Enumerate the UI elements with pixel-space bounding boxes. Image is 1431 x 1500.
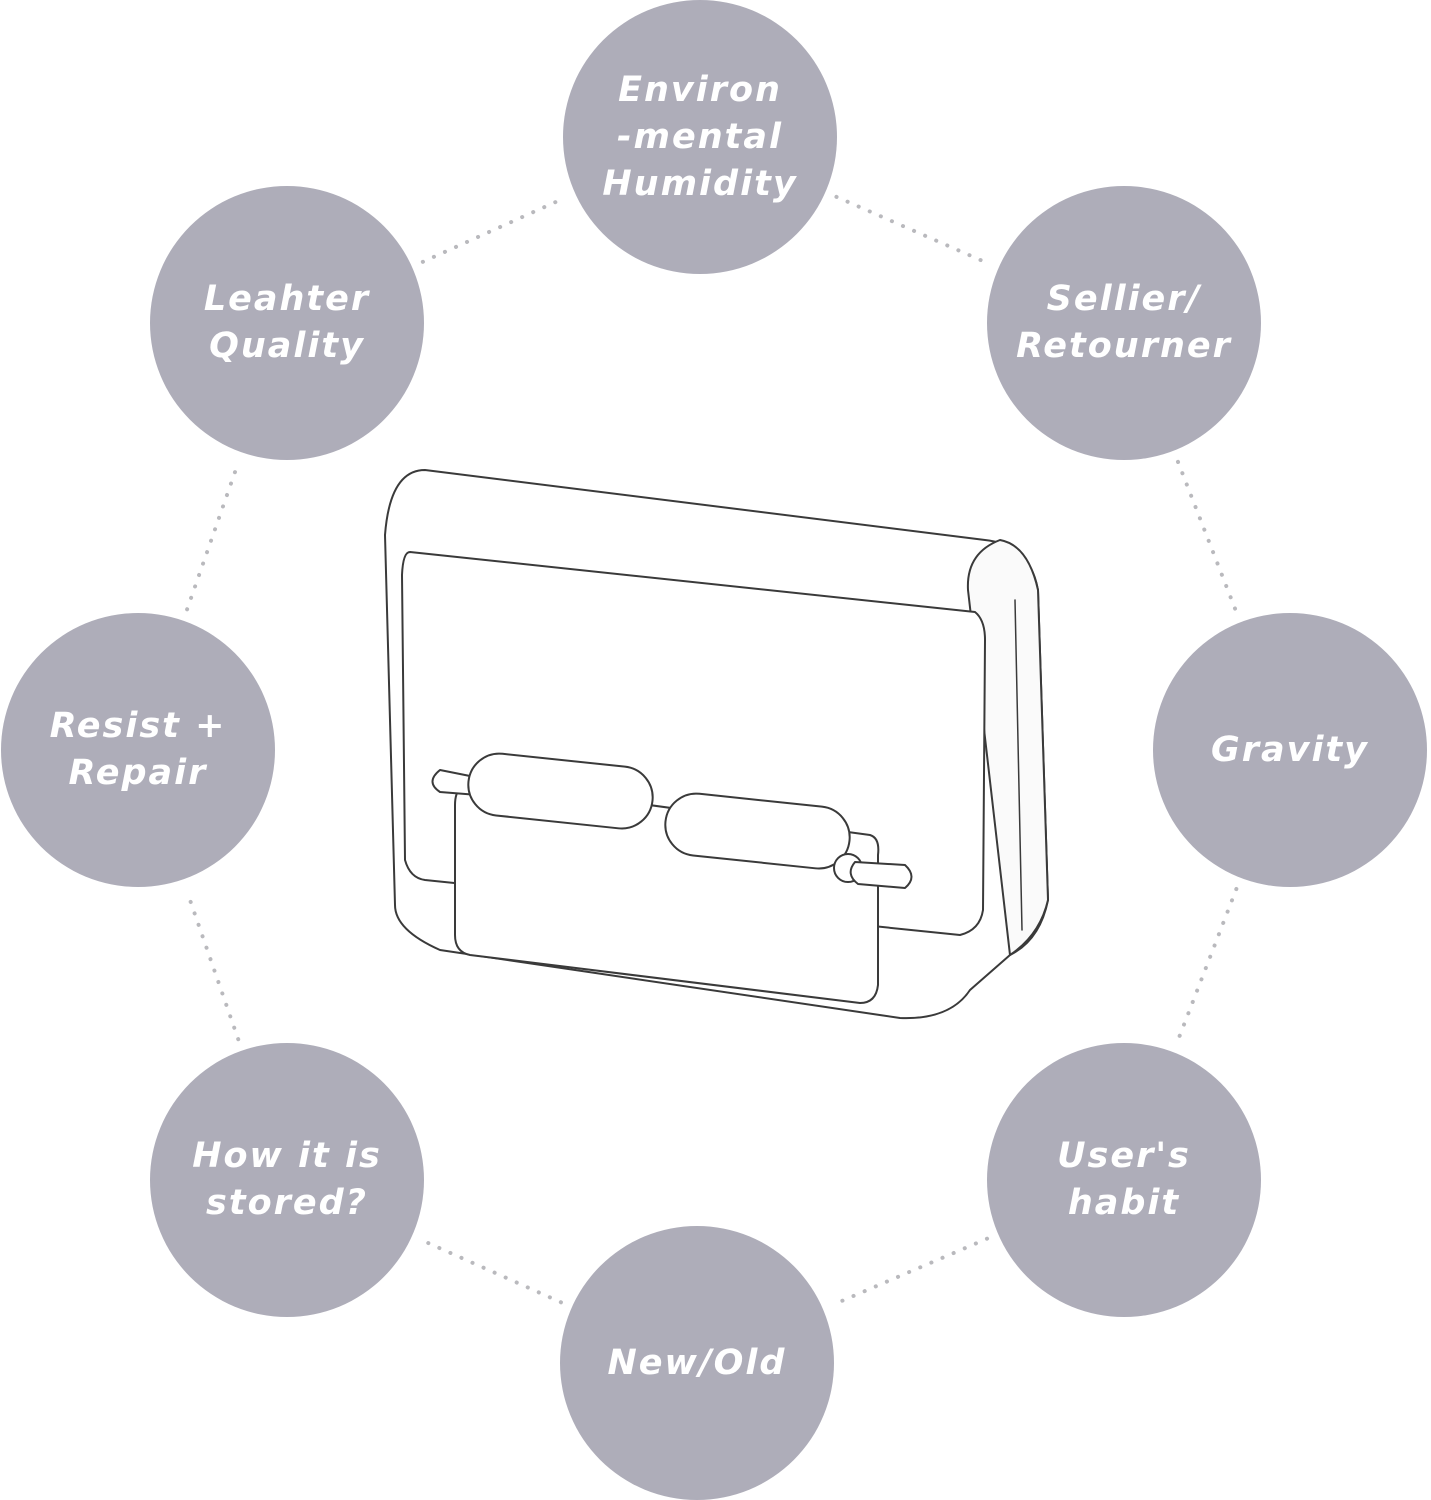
factor-node-seller-retourner: Sellier/ Retourner	[987, 186, 1261, 460]
factor-label: Environ -mental Humidity	[602, 69, 798, 204]
factor-node-resist-repair: Resist + Repair	[1, 613, 275, 887]
factor-node-gravity: Gravity	[1153, 613, 1427, 887]
factor-node-new-old: New/Old	[560, 1226, 834, 1500]
dotted-connector	[184, 888, 241, 1042]
factor-label: New/Old	[607, 1342, 787, 1383]
factor-node-users-habit: User's habit	[987, 1043, 1261, 1317]
dotted-connector	[831, 1236, 990, 1307]
factor-label: Sellier/ Retourner	[1016, 279, 1232, 366]
factor-node-how-it-is-stored: How it is stored?	[150, 1043, 424, 1317]
factor-label: Leahter Quality	[203, 279, 371, 366]
dotted-connector	[185, 461, 240, 612]
factor-label: Resist + Repair	[49, 706, 227, 793]
dotted-connector	[420, 196, 567, 264]
dotted-connector	[1175, 459, 1239, 614]
factor-label: Gravity	[1211, 729, 1369, 770]
factor-label: User's habit	[1057, 1136, 1191, 1223]
factor-label: How it is stored?	[192, 1136, 382, 1223]
factor-node-environmental-humidity: Environ -mental Humidity	[563, 0, 837, 274]
factor-node-leather-quality: Leahter Quality	[150, 186, 424, 460]
dotted-connector	[421, 1238, 563, 1305]
